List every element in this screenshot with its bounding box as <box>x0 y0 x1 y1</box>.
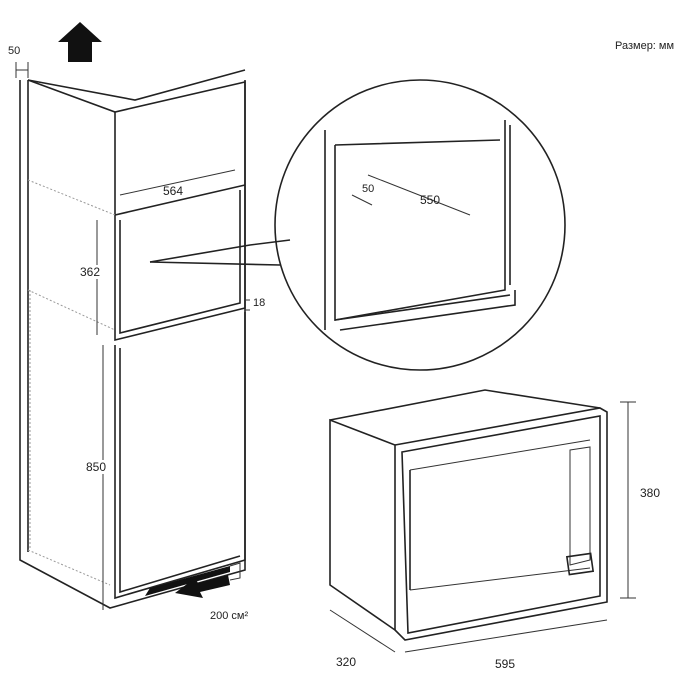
detail-magnifier-circle <box>274 79 566 371</box>
built-in-oven <box>329 389 636 653</box>
tall-cabinet <box>19 69 250 610</box>
vent-arrow <box>175 575 230 598</box>
airflow-up-arrow <box>58 22 102 62</box>
dim-niche-depth: 550 <box>420 193 441 207</box>
vent-area-label: 200 см² <box>210 610 249 622</box>
units-label: Размер: мм <box>615 40 675 52</box>
gap-marker <box>15 62 29 78</box>
dim-oven-width: 595 <box>495 657 516 671</box>
dim-shelf-thickness: 18 <box>253 297 266 309</box>
dim-oven-depth: 320 <box>336 655 357 669</box>
dim-niche-height: 362 <box>80 265 101 279</box>
dim-base-height: 850 <box>86 460 107 474</box>
dim-oven-height: 380 <box>640 486 661 500</box>
dim-niche-width: 564 <box>163 184 184 198</box>
dim-depth-offset: 50 <box>362 183 375 195</box>
dim-gap-top: 50 <box>8 45 21 57</box>
detail-niche <box>324 120 516 331</box>
